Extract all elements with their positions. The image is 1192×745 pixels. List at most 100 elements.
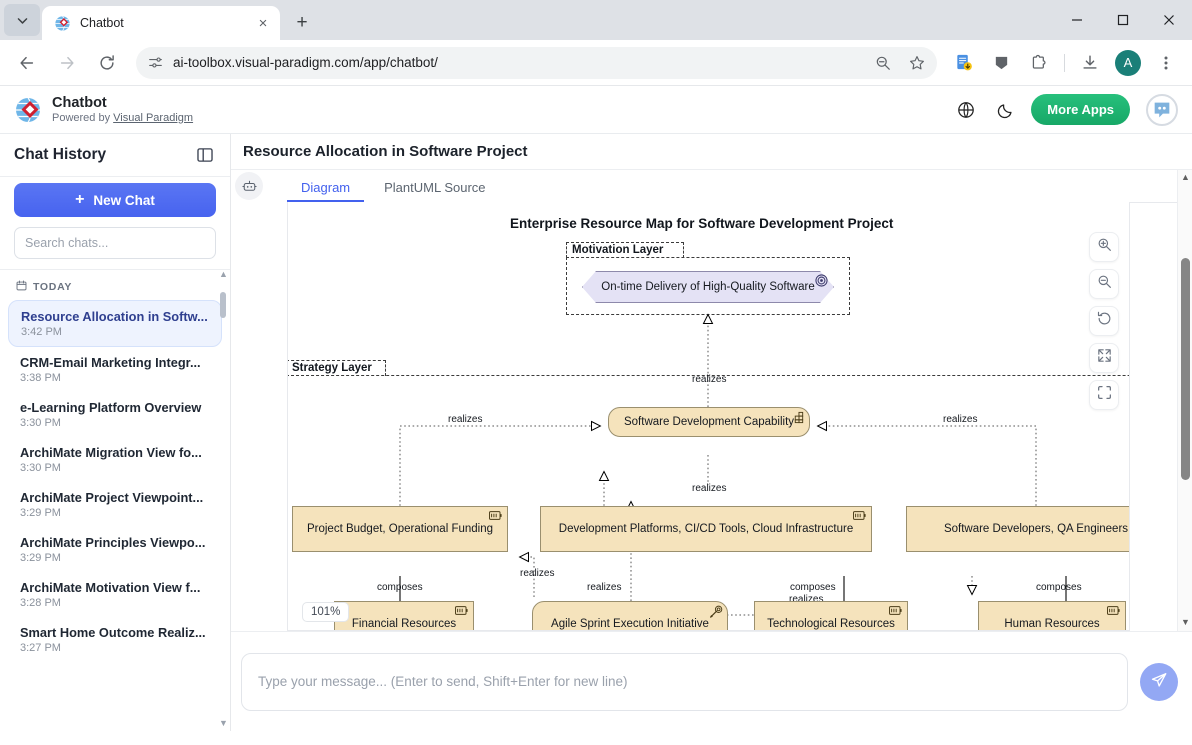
- resource-node-technological[interactable]: Technological Resources: [754, 601, 908, 630]
- more-apps-button[interactable]: More Apps: [1031, 94, 1130, 125]
- robot-icon[interactable]: [235, 172, 263, 200]
- edge-label-realizes-people-cap: realizes: [943, 414, 978, 425]
- diagram-scroll-thumb[interactable]: [1181, 258, 1190, 480]
- page-save-icon[interactable]: [948, 48, 978, 78]
- resource-node-financial[interactable]: Financial Resources: [334, 601, 474, 630]
- visual-paradigm-link[interactable]: Visual Paradigm: [113, 111, 194, 124]
- resource-node-technological-label: Technological Resources: [767, 618, 895, 630]
- course-of-action-node-label: Agile Sprint Execution Initiative: [551, 618, 709, 630]
- diagram-canvas[interactable]: Enterprise Resource Map for Software Dev…: [287, 202, 1130, 631]
- goal-node[interactable]: On-time Delivery of High-Quality Softwar…: [582, 271, 834, 303]
- window-maximize-button[interactable]: [1100, 0, 1146, 40]
- chat-item-time: 3:29 PM: [20, 552, 61, 564]
- resource-icon: [1107, 605, 1121, 619]
- chat-item-title: ArchiMate Migration View fo...: [20, 445, 202, 460]
- panel-toggle-icon[interactable]: [194, 144, 216, 166]
- sidebar-scroll-thumb[interactable]: [220, 292, 226, 318]
- sidebar-divider-2: [0, 269, 230, 270]
- chat-group-label: TODAY: [33, 281, 73, 293]
- visual-paradigm-globe-icon: [54, 15, 71, 32]
- strategy-layer-group: [288, 375, 1129, 630]
- search-chats-box[interactable]: [14, 227, 216, 259]
- chat-history-item[interactable]: ArchiMate Project Viewpoint...3:29 PM: [8, 482, 222, 527]
- resource-node-human-label: Human Resources: [1004, 618, 1100, 630]
- message-input[interactable]: [258, 674, 1111, 689]
- zoom-out-button[interactable]: [1089, 269, 1119, 299]
- resource-node-platforms[interactable]: Development Platforms, CI/CD Tools, Clou…: [540, 506, 872, 552]
- reload-button[interactable]: [92, 48, 122, 78]
- scroll-down-arrow-icon[interactable]: ▼: [219, 718, 228, 728]
- resource-node-human[interactable]: Human Resources: [978, 601, 1126, 630]
- cast-icon[interactable]: [986, 48, 1016, 78]
- browser-tab[interactable]: Chatbot ×: [42, 6, 280, 40]
- globe-icon[interactable]: [951, 95, 981, 125]
- scroll-up-arrow-icon[interactable]: ▲: [219, 270, 228, 279]
- chat-history-item[interactable]: CRM-Email Marketing Integr...3:38 PM: [8, 347, 222, 392]
- window-close-button[interactable]: [1146, 0, 1192, 40]
- address-bar[interactable]: ai-toolbox.visual-paradigm.com/app/chatb…: [136, 46, 937, 79]
- diagram-vertical-scrollbar[interactable]: ▲ ▼: [1177, 170, 1192, 631]
- send-paper-plane-icon: [1150, 671, 1168, 692]
- tune-icon[interactable]: [148, 55, 163, 70]
- resource-node-platforms-label: Development Platforms, CI/CD Tools, Clou…: [558, 523, 854, 535]
- app-subtitle: Powered by Visual Paradigm: [52, 112, 193, 125]
- tab-plantuml-source[interactable]: PlantUML Source: [384, 180, 486, 195]
- scroll-up-arrow-icon[interactable]: ▲: [1181, 172, 1190, 182]
- moon-icon[interactable]: [991, 95, 1021, 125]
- fit-to-screen-button[interactable]: [1089, 380, 1119, 410]
- tab-search-button[interactable]: [4, 4, 40, 36]
- plus-icon: +: [75, 191, 85, 208]
- send-button[interactable]: [1140, 662, 1178, 701]
- resource-node-budget[interactable]: Project Budget, Operational Funding: [292, 506, 508, 552]
- zoom-out-icon[interactable]: [875, 55, 891, 71]
- course-of-action-node[interactable]: Agile Sprint Execution Initiative: [532, 601, 728, 630]
- reset-zoom-button[interactable]: [1089, 306, 1119, 336]
- close-tab-icon[interactable]: ×: [258, 14, 268, 32]
- star-icon[interactable]: [909, 55, 925, 71]
- chat-item-time: 3:38 PM: [20, 372, 61, 384]
- chat-group-header: TODAY: [0, 276, 230, 300]
- scroll-down-arrow-icon[interactable]: ▼: [1181, 617, 1190, 627]
- chat-history-item[interactable]: ArchiMate Principles Viewpo... 3:29 PM: [8, 527, 222, 572]
- chat-item-title: ArchiMate Principles Viewpo...: [20, 535, 206, 550]
- chat-item-time: 3:27 PM: [20, 642, 61, 654]
- edge-label-realizes-platforms-cap: realizes: [587, 582, 622, 593]
- chat-history-item[interactable]: ArchiMate Migration View fo... 3:30 PM: [8, 437, 222, 482]
- kebab-menu-icon[interactable]: [1151, 48, 1181, 78]
- search-input[interactable]: [25, 236, 205, 250]
- message-input-wrapper[interactable]: [241, 652, 1128, 711]
- new-chat-button[interactable]: + New Chat: [14, 183, 216, 217]
- goal-target-icon: [815, 274, 828, 292]
- chat-item-title: Smart Home Outcome Realiz...: [20, 625, 206, 640]
- back-button[interactable]: [12, 48, 42, 78]
- chat-item-title: ArchiMate Project Viewpoint...: [20, 490, 204, 505]
- edge-label-composes-financial: composes: [377, 582, 423, 593]
- zoom-in-button[interactable]: [1089, 232, 1119, 262]
- resource-node-people[interactable]: Software Developers, QA Engineers: [906, 506, 1129, 552]
- message-composer: [231, 631, 1192, 731]
- capability-node[interactable]: Software Development Capability: [608, 407, 810, 437]
- download-icon[interactable]: [1075, 48, 1105, 78]
- chatbot-avatar-icon[interactable]: [1146, 93, 1178, 126]
- edge-label-realizes-platforms-budget: realizes: [520, 568, 555, 579]
- window-minimize-button[interactable]: [1054, 0, 1100, 40]
- sidebar-header: Chat History: [0, 134, 230, 176]
- chat-history-item[interactable]: ArchiMate Motivation View f...3:28 PM: [8, 572, 222, 617]
- tab-diagram[interactable]: Diagram: [287, 176, 365, 202]
- sidebar-title: Chat History: [14, 146, 107, 163]
- capability-icon: [792, 411, 805, 427]
- forward-button[interactable]: [52, 48, 82, 78]
- extensions-icon[interactable]: [1024, 48, 1054, 78]
- browser-tab-title: Chatbot: [80, 16, 124, 30]
- app-logo-icon: [14, 96, 42, 124]
- chat-history-item[interactable]: Resource Allocation in Softw...3:42 PM: [8, 300, 222, 347]
- chat-item-time: 3:30 PM: [20, 462, 61, 474]
- resource-node-financial-label: Financial Resources: [351, 618, 457, 630]
- fullscreen-button[interactable]: [1089, 343, 1119, 373]
- new-tab-button[interactable]: +: [296, 11, 308, 33]
- chat-history-item[interactable]: Smart Home Outcome Realiz... 3:27 PM: [8, 617, 222, 662]
- profile-avatar[interactable]: A: [1115, 49, 1141, 76]
- sidebar-scrollbar[interactable]: ▲ ▼: [219, 270, 228, 731]
- goal-node-wrapper[interactable]: On-time Delivery of High-Quality Softwar…: [582, 271, 834, 303]
